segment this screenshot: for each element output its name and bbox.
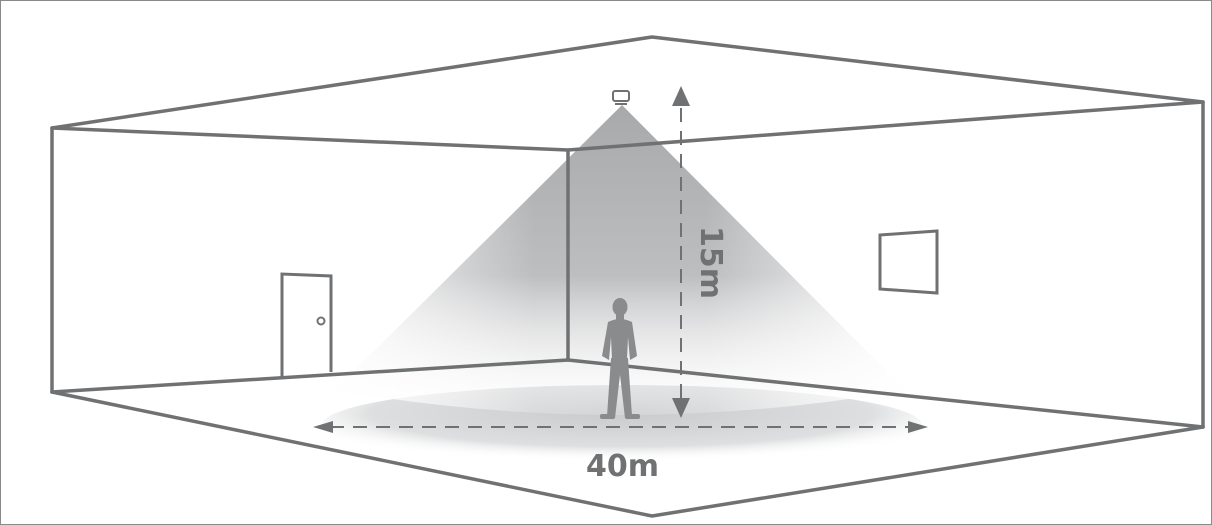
person-silhouette-icon: [600, 298, 640, 419]
ceiling-sensor-icon: [612, 90, 630, 105]
window-icon: [878, 229, 939, 295]
left-floor-edge: [50, 358, 570, 394]
right-floor-edge: [566, 358, 1205, 429]
width-label: 40m: [586, 449, 659, 484]
detection-cone-fade: [335, 105, 905, 415]
height-dimension: [672, 86, 690, 418]
floor-outline: [50, 390, 1205, 518]
door-icon: [280, 272, 333, 377]
width-dimension: [313, 421, 928, 433]
height-label: 15m: [693, 226, 728, 299]
